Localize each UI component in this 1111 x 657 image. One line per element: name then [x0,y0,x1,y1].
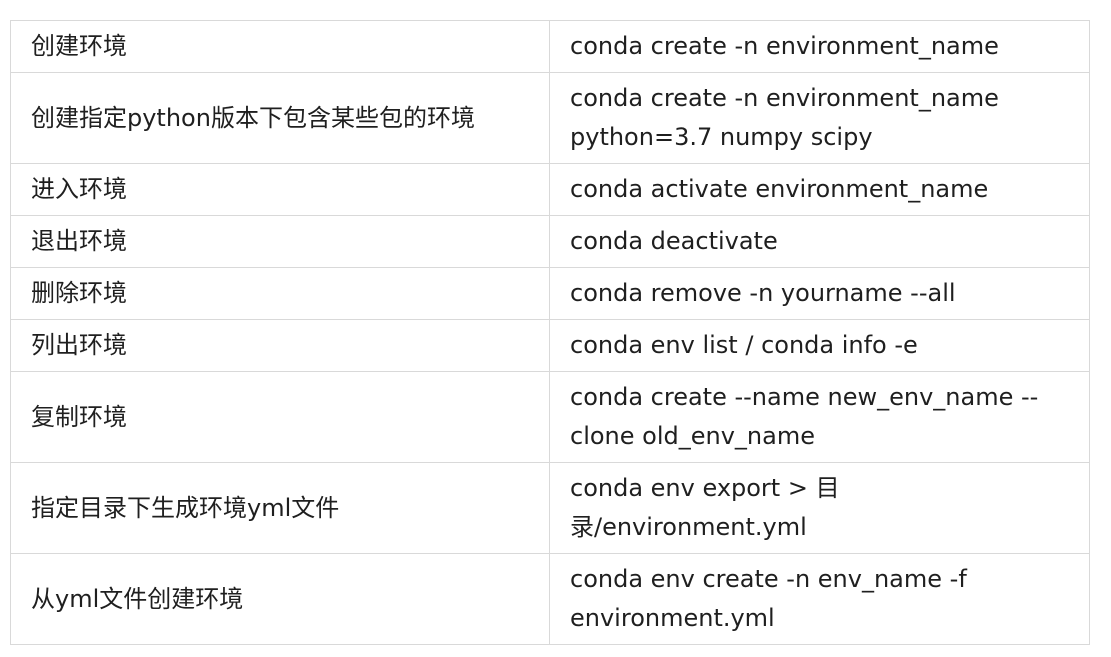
table-row: 复制环境 conda create --name new_env_name --… [10,371,1090,463]
row-command: conda activate environment_name [549,163,1090,216]
row-command: conda remove -n yourname --all [549,267,1090,320]
row-command: conda create --name new_env_name --clone… [549,371,1090,463]
row-description: 复制环境 [10,371,550,463]
row-description: 删除环境 [10,267,550,320]
row-description: 创建指定python版本下包含某些包的环境 [10,72,550,164]
table-row: 创建指定python版本下包含某些包的环境 conda create -n en… [10,72,1090,164]
row-command: conda deactivate [549,215,1090,268]
table-row: 删除环境 conda remove -n yourname --all [10,267,1090,320]
table-row: 退出环境 conda deactivate [10,215,1090,268]
row-command: conda env list / conda info -e [549,319,1090,372]
table-row: 从yml文件创建环境 conda env create -n env_name … [10,553,1090,645]
conda-commands-table-container: 创建环境 conda create -n environment_name 创建… [10,20,1090,645]
row-command: conda env export > 目录/environment.yml [549,462,1090,554]
row-description: 进入环境 [10,163,550,216]
row-description: 退出环境 [10,215,550,268]
table-row: 进入环境 conda activate environment_name [10,163,1090,216]
row-command: conda create -n environment_name [549,20,1090,73]
row-command: conda create -n environment_name python=… [549,72,1090,164]
conda-commands-table: 创建环境 conda create -n environment_name 创建… [10,20,1090,645]
table-row: 指定目录下生成环境yml文件 conda env export > 目录/env… [10,462,1090,554]
row-description: 指定目录下生成环境yml文件 [10,462,550,554]
row-description: 创建环境 [10,20,550,73]
row-command: conda env create -n env_name -f environm… [549,553,1090,645]
table-row: 创建环境 conda create -n environment_name [10,20,1090,73]
table-row: 列出环境 conda env list / conda info -e [10,319,1090,372]
row-description: 列出环境 [10,319,550,372]
row-description: 从yml文件创建环境 [10,553,550,645]
